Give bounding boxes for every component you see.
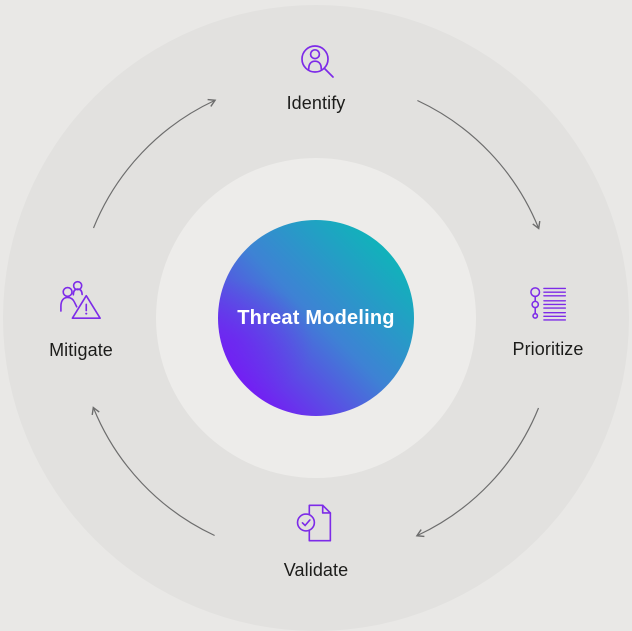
arrow-identify-to-prioritize [417,99,541,230]
stage-prioritize: Prioritize [468,283,628,360]
stage-mitigate: Mitigate [0,279,162,361]
stage-label-identify: Identify [286,93,346,113]
arrow-prioritize-to-validate [415,407,540,538]
ranked-list-icon [527,283,569,325]
users-warning-icon [59,279,103,323]
diagram-title: Threat Modeling [237,306,395,329]
arrow-mitigate-to-identify [92,98,217,229]
center-circle: Threat Modeling [218,220,414,416]
stage-validate: Validate [216,501,416,581]
stage-label-mitigate: Mitigate [49,340,113,360]
stage-identify: Identify [216,40,416,114]
arrow-validate-to-mitigate [91,406,215,537]
stage-label-prioritize: Prioritize [512,339,584,359]
user-search-icon [296,40,336,80]
stage-label-validate: Validate [283,560,349,580]
document-check-icon [294,501,338,545]
